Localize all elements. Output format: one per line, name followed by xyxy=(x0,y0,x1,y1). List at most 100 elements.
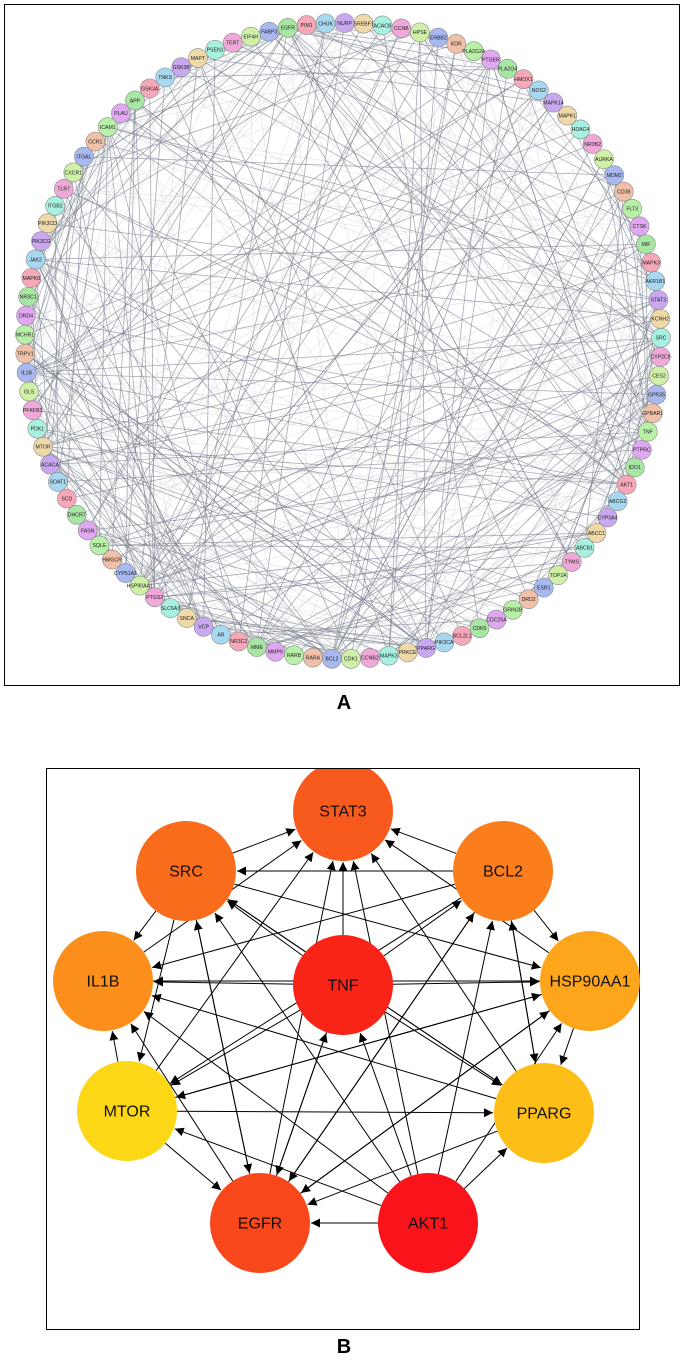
network-a-node-label: PTGS2 xyxy=(146,595,163,601)
network-a-edge xyxy=(47,223,642,451)
network-b-node-label: EGFR xyxy=(238,1216,282,1233)
network-b-node-src: SRC xyxy=(136,821,236,921)
network-a-node-circle xyxy=(22,400,43,421)
network-a-node: PIK3CD xyxy=(37,213,58,234)
network-a-edge xyxy=(287,27,653,414)
network-a-node-circle xyxy=(518,589,539,609)
network-a-edge xyxy=(388,431,648,656)
network-a-edge xyxy=(76,514,333,660)
network-a-node-label: PRKCE xyxy=(399,650,417,656)
network-a-node-circle xyxy=(193,617,214,637)
network-a-edge xyxy=(24,126,109,354)
network-b-edge-egfr-to-bcl2 xyxy=(287,912,475,1183)
network-a-node-circle xyxy=(176,608,197,628)
network-a-node-circle xyxy=(561,552,582,572)
network-a-node: MDM2 xyxy=(604,165,625,185)
network-a-node-circle xyxy=(434,632,455,653)
network-a-edge xyxy=(57,126,109,482)
network-a-node: MTOR xyxy=(33,436,53,457)
network-a-edge xyxy=(25,22,345,354)
network-a-node-circle xyxy=(548,565,568,585)
network-a-edge xyxy=(24,129,581,336)
network-a-node-label: MIF xyxy=(641,242,650,248)
network-a-node: TYMS xyxy=(561,552,582,572)
network-a-edge xyxy=(24,141,96,335)
network-a-node-circle xyxy=(446,34,467,54)
network-a-node: SRC xyxy=(651,328,671,348)
network-a-node-circle xyxy=(102,549,122,570)
network-a-edge xyxy=(623,191,657,395)
network-b-edge-akt1-to-bcl2 xyxy=(437,920,495,1175)
network-a-edge xyxy=(26,372,642,451)
network-a-edge xyxy=(331,375,660,660)
network-a-edge xyxy=(83,156,615,176)
network-a-node: HMGCR xyxy=(102,549,122,570)
network-a-node-label: MAPK1 xyxy=(559,113,577,119)
network-a-node-circle xyxy=(543,92,564,113)
network-b-edge-pparg-to-stat3 xyxy=(370,853,517,1072)
network-a-edge xyxy=(35,259,661,320)
network-a-edge xyxy=(95,141,659,301)
network-a-edge xyxy=(369,51,475,658)
network-b-node-akt1: AKT1 xyxy=(378,1173,478,1273)
network-a-node-circle xyxy=(533,577,554,598)
network-a-node: PDK1 xyxy=(27,418,48,439)
network-a-node: MAPK8 xyxy=(21,268,42,288)
network-a-edge xyxy=(125,77,166,574)
network-b-node-circle xyxy=(293,935,393,1035)
network-a-edge xyxy=(120,113,648,433)
network-a-edge xyxy=(27,36,252,297)
network-a-node-label: SREBF1 xyxy=(354,21,374,27)
network-a-node-circle xyxy=(624,457,645,478)
network-a-node: CDC25A xyxy=(486,609,507,630)
network-a-node-label: CCNB xyxy=(394,26,409,32)
network-a-edge xyxy=(49,464,427,649)
network-a-node: DRD2 xyxy=(518,589,539,609)
network-a-node: IDO1 xyxy=(624,457,645,478)
network-a-edge xyxy=(63,188,642,451)
network-a-node: CD38 xyxy=(613,181,634,202)
network-a-edge xyxy=(32,24,307,411)
network-a-node-label: PSEN1 xyxy=(207,48,224,54)
network-a-node-label: CYP2C9 xyxy=(651,355,671,361)
network-a-node-label: GSK3A xyxy=(141,86,159,92)
network-a-edge xyxy=(293,431,648,656)
network-a-node-label: DRD2 xyxy=(522,597,536,603)
network-b-edge-akt1-to-stat3 xyxy=(350,860,419,1175)
network-a-edge xyxy=(154,561,572,598)
network-a-node: GSK3B xyxy=(171,57,192,78)
network-a-node-label: JAK2 xyxy=(29,257,42,263)
network-b-node-hsp90aa1: HSP90AA1 xyxy=(540,931,640,1031)
network-a-edge xyxy=(120,31,270,114)
network-b-edge-egfr-to-tnf xyxy=(275,1032,328,1176)
network-a-edge xyxy=(49,337,662,465)
network-a-edge xyxy=(197,57,554,103)
network-b-edge-akt1-to-il1b xyxy=(143,1011,389,1194)
network-b-edge-tnf-to-mtor xyxy=(170,1009,301,1086)
network-a-edge xyxy=(139,57,199,586)
network-a-node: CCNB2 xyxy=(360,648,380,668)
network-a-node: CDK1 xyxy=(341,649,361,669)
network-a-node-circle xyxy=(33,436,53,457)
network-a-edge xyxy=(99,545,352,660)
network-a-node: GLS xyxy=(19,381,39,402)
network-a-node-circle xyxy=(594,149,614,170)
network-a-node-circle xyxy=(636,234,656,255)
network-a-node-label: MDM2 xyxy=(607,173,622,179)
network-a-edge xyxy=(47,222,659,301)
network-a-node-label: MAPT xyxy=(191,56,206,62)
network-a-node-circle xyxy=(45,196,65,216)
network-a-node: PIK3CG xyxy=(31,231,51,252)
network-a-edge xyxy=(111,559,389,656)
network-a-node: PLA2G2A xyxy=(462,41,486,61)
network-a-edge xyxy=(40,27,289,242)
network-a-edge xyxy=(512,262,652,610)
network-a-node: PIM1 xyxy=(296,15,317,35)
network-a-node-circle xyxy=(111,103,131,124)
network-a-node: HDAC4 xyxy=(570,119,591,140)
network-a-edge xyxy=(154,25,383,598)
network-a-node-label: GPBAR1 xyxy=(642,411,663,417)
network-a-node-label: TYMS xyxy=(565,560,580,566)
network-a-edge xyxy=(186,23,326,619)
